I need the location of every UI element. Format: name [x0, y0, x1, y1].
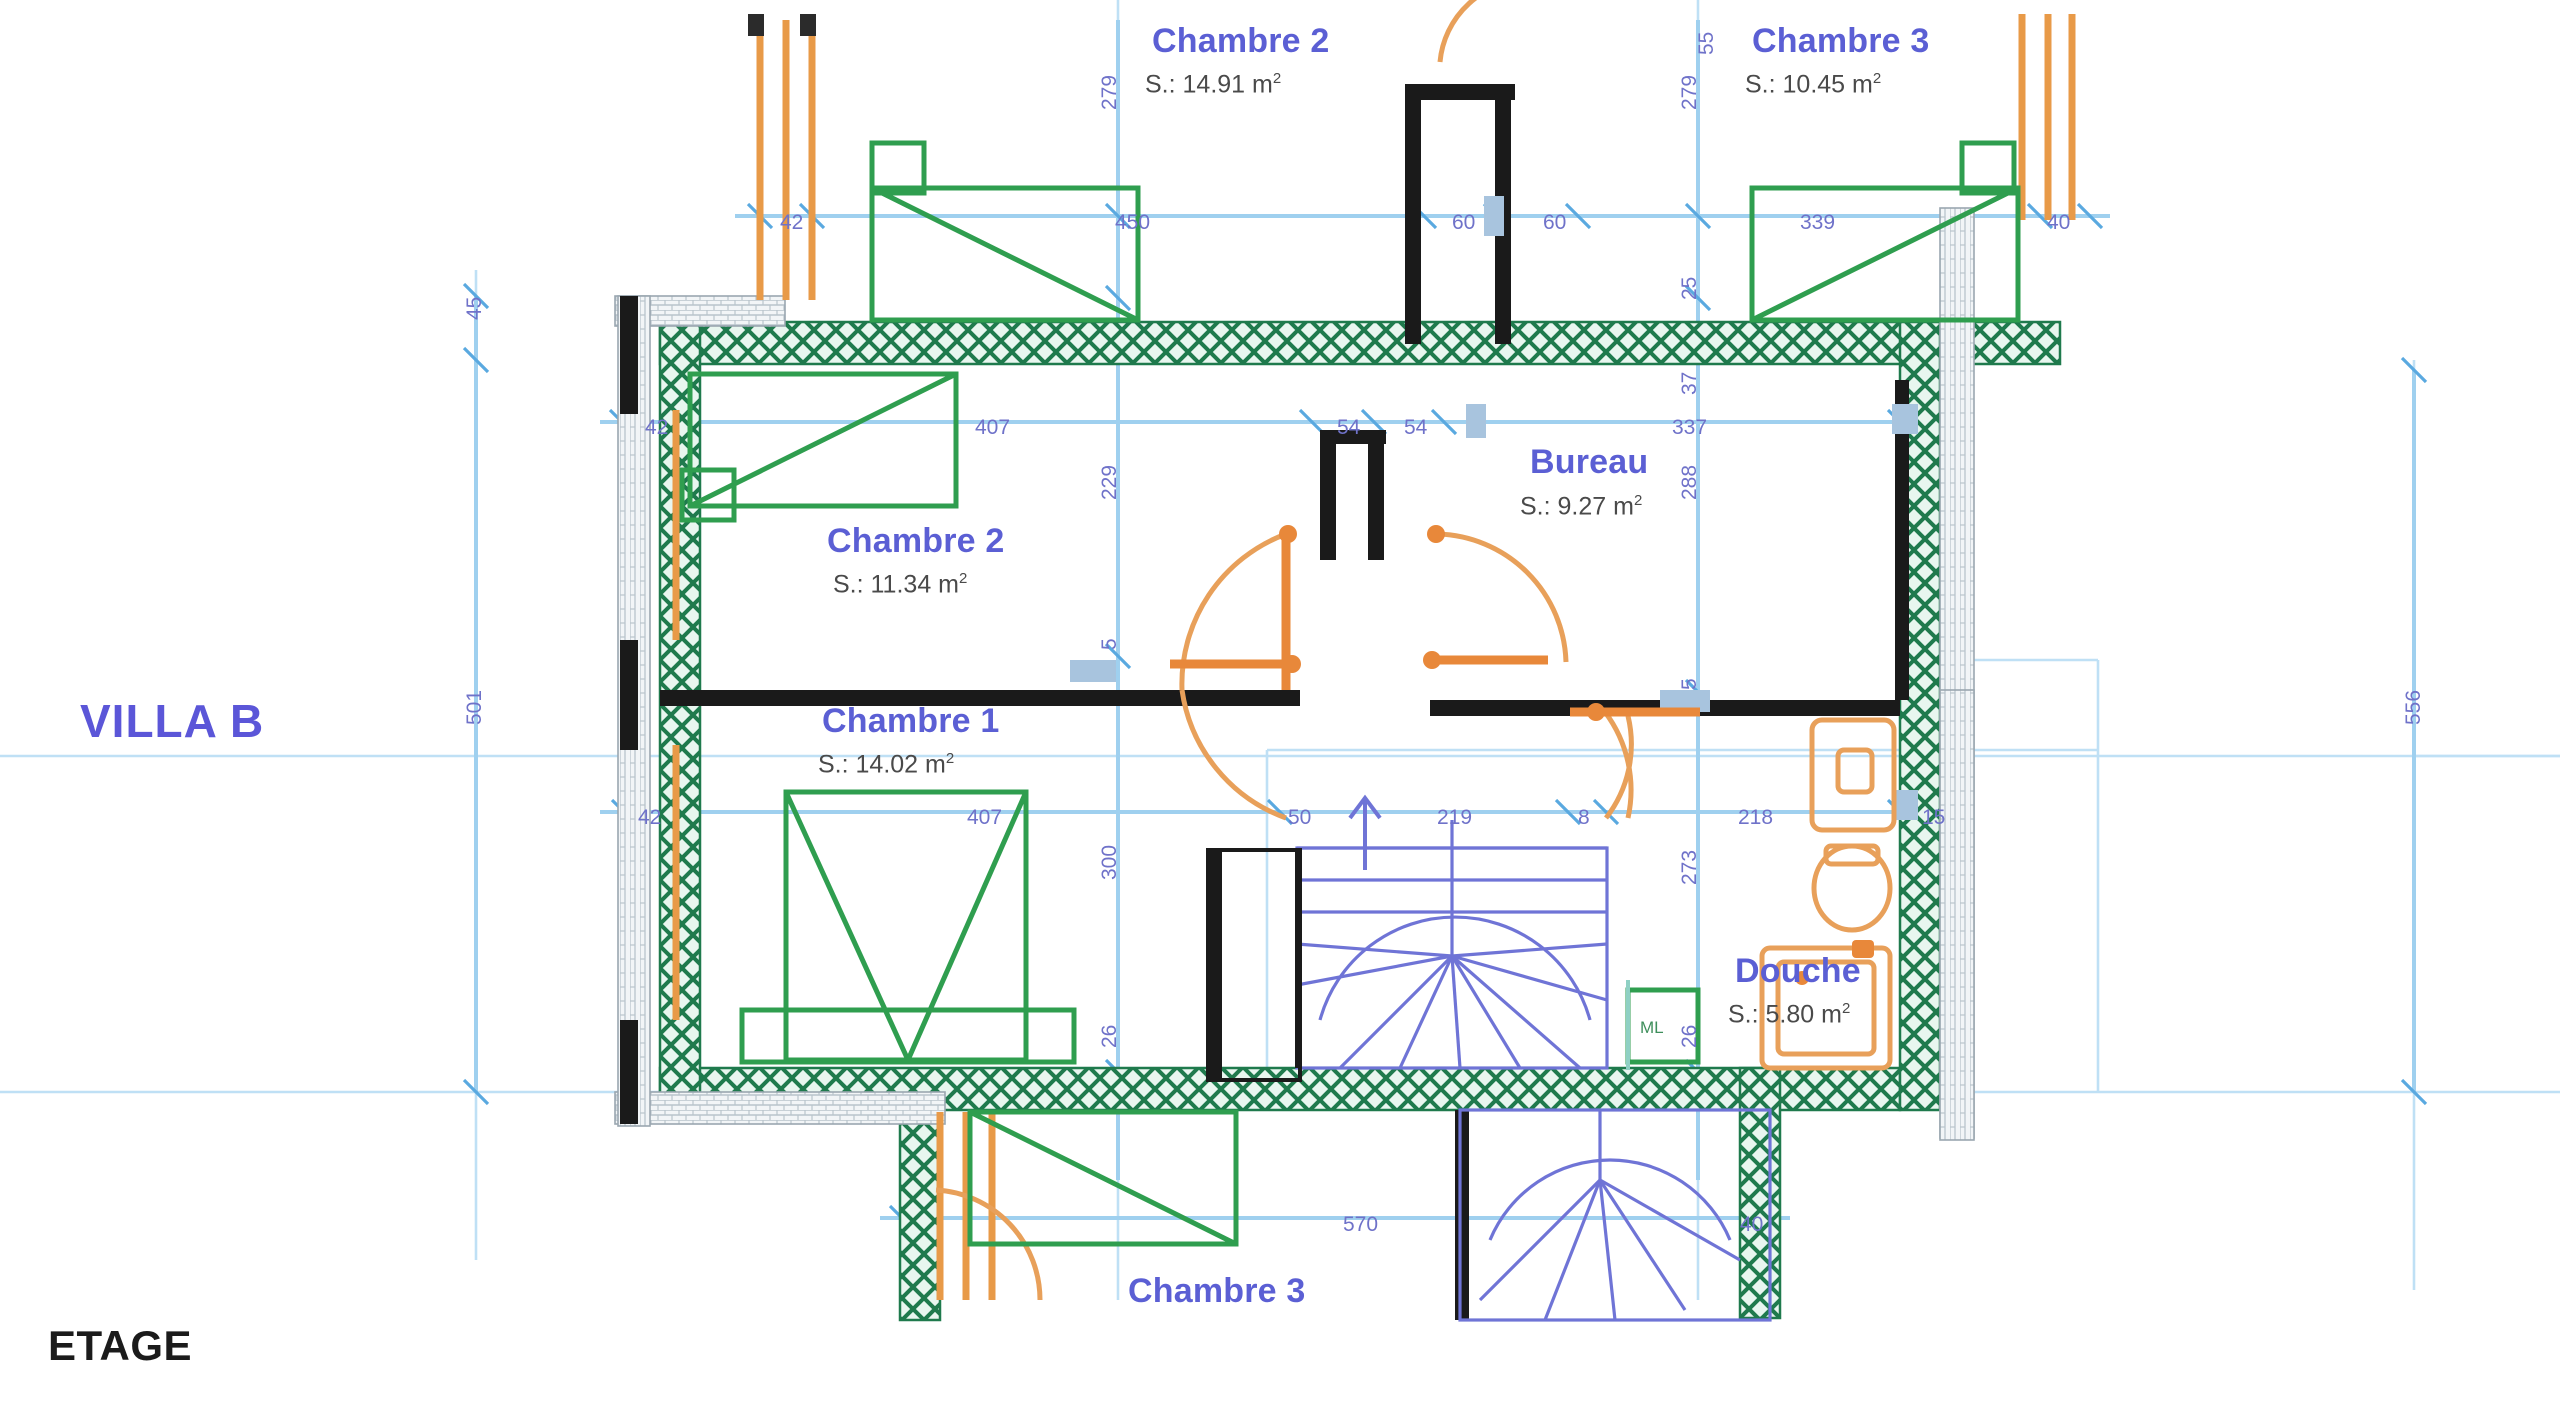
fixture-markers [1852, 940, 1874, 958]
stairwell-outline [1206, 848, 1302, 1082]
door-swings [935, 0, 1634, 1301]
masonry-skin [614, 207, 1975, 1141]
windows [672, 14, 2076, 1300]
exterior-walls [658, 320, 2062, 1322]
door-jambs [1070, 196, 1918, 820]
sanitary-fixtures [1759, 717, 1897, 1071]
staircase-lower [1458, 1108, 1772, 1322]
staircase-upper [1295, 820, 1609, 1070]
dimension-lines [474, 20, 2416, 1220]
door-hinges [1279, 525, 1809, 985]
furniture-green [679, 140, 2021, 1247]
door-leafs [1170, 534, 1700, 717]
stair-direction-arrow [1348, 794, 1382, 870]
